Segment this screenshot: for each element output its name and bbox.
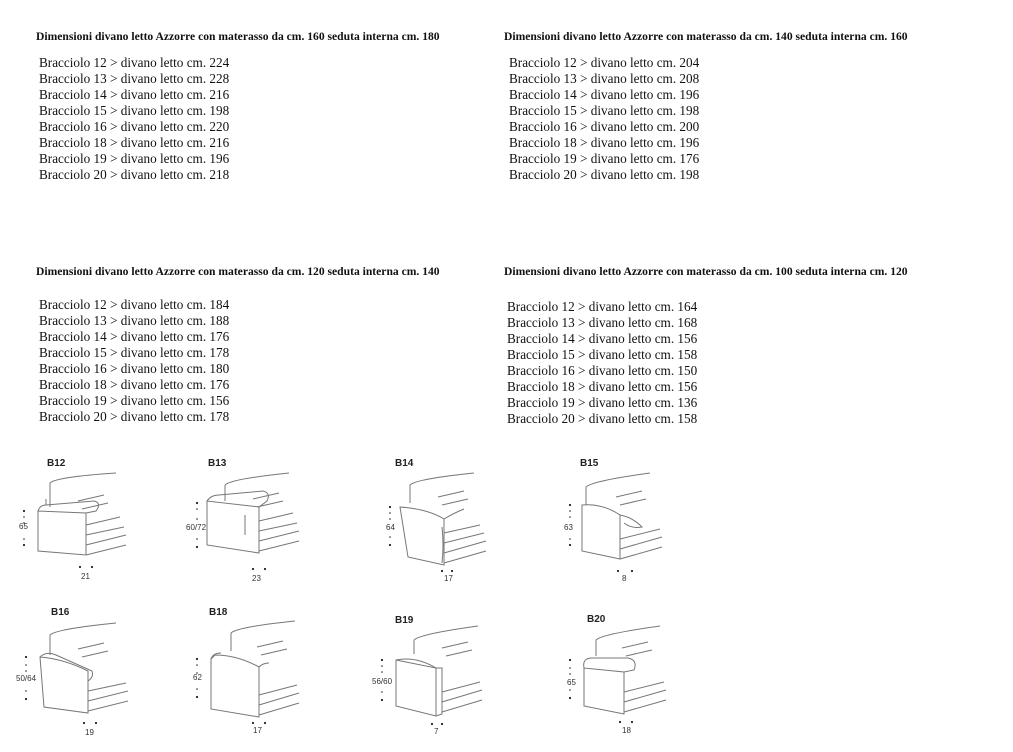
armrest-width: 17	[253, 726, 262, 735]
dimension-list-100: Bracciolo 12 > divano letto cm. 164 Brac…	[507, 299, 697, 427]
list-item: Bracciolo 19 > divano letto cm. 156	[39, 393, 230, 408]
list-item: Bracciolo 16 > divano letto cm. 220	[39, 119, 230, 134]
list-item: Bracciolo 14 > divano letto cm. 196	[509, 87, 700, 102]
armrest-width: 21	[81, 572, 90, 581]
armrest-figure-b13: B13 60/72 23	[185, 455, 315, 590]
armrest-b16-drawing	[24, 622, 129, 725]
list-item: Bracciolo 12 > divano letto cm. 164	[507, 299, 698, 314]
armrest-figure-b16: B16 50/64 19	[16, 605, 146, 740]
armrest-figure-b19: B19 56/60 7	[370, 612, 500, 747]
armrest-b18-drawing	[195, 620, 300, 725]
armrest-code: B18	[209, 607, 228, 618]
list-item: Bracciolo 20 > divano letto cm. 218	[39, 167, 230, 182]
list-item: Bracciolo 19 > divano letto cm. 176	[509, 151, 700, 166]
armrest-height: 64	[386, 523, 395, 532]
list-item: Bracciolo 15 > divano letto cm. 198	[509, 103, 700, 118]
armrest-code: B12	[47, 458, 66, 469]
list-item: Bracciolo 12 > divano letto cm. 224	[39, 55, 230, 70]
armrest-width: 19	[85, 728, 94, 737]
list-item: Bracciolo 15 > divano letto cm. 158	[507, 347, 698, 362]
list-item: Bracciolo 16 > divano letto cm. 150	[507, 363, 698, 378]
armrest-figure-b15: B15 63 8	[562, 455, 692, 590]
list-item: Bracciolo 18 > divano letto cm. 216	[39, 135, 230, 150]
list-item: Bracciolo 15 > divano letto cm. 178	[39, 345, 230, 360]
armrest-b14-drawing	[388, 472, 487, 573]
list-item: Bracciolo 14 > divano letto cm. 176	[39, 329, 230, 344]
armrest-code: B15	[580, 458, 599, 469]
armrest-b20-drawing	[568, 625, 667, 724]
list-item: Bracciolo 20 > divano letto cm. 178	[39, 409, 230, 424]
armrest-height: 65	[19, 522, 28, 531]
armrest-b15-drawing	[568, 472, 663, 573]
armrest-code: B20	[587, 614, 606, 625]
list-item: Bracciolo 13 > divano letto cm. 188	[39, 313, 230, 328]
list-item: Bracciolo 16 > divano letto cm. 180	[39, 361, 230, 376]
section-title-100: Dimensioni divano letto Azzorre con mate…	[504, 265, 908, 278]
armrest-b12-drawing	[22, 472, 127, 569]
armrest-figure-b14: B14 64 17	[378, 455, 508, 590]
dimension-list-120: Bracciolo 12 > divano letto cm. 184 Brac…	[39, 297, 229, 425]
list-item: Bracciolo 18 > divano letto cm. 176	[39, 377, 230, 392]
list-item: Bracciolo 12 > divano letto cm. 184	[39, 297, 230, 312]
armrest-b19-drawing	[380, 625, 483, 726]
armrest-code: B13	[208, 458, 227, 469]
list-item: Bracciolo 13 > divano letto cm. 168	[507, 315, 698, 330]
list-item: Bracciolo 20 > divano letto cm. 158	[507, 411, 698, 426]
section-title-160: Dimensioni divano letto Azzorre con mate…	[36, 30, 440, 43]
list-item: Bracciolo 12 > divano letto cm. 204	[509, 55, 700, 70]
list-item: Bracciolo 14 > divano letto cm. 216	[39, 87, 230, 102]
armrest-width: 8	[622, 574, 627, 583]
armrest-width: 23	[252, 574, 261, 583]
armrest-width: 7	[434, 727, 439, 736]
list-item: Bracciolo 13 > divano letto cm. 228	[39, 71, 230, 86]
armrest-height: 60/72	[186, 523, 207, 532]
armrest-code: B19	[395, 615, 414, 626]
section-title-140: Dimensioni divano letto Azzorre con mate…	[504, 30, 908, 43]
armrest-height: 50/64	[16, 674, 37, 683]
list-item: Bracciolo 19 > divano letto cm. 136	[507, 395, 698, 410]
dimension-list-160: Bracciolo 12 > divano letto cm. 224 Brac…	[39, 55, 229, 183]
dimension-list-140: Bracciolo 12 > divano letto cm. 204 Brac…	[509, 55, 699, 183]
armrest-figure-b18: B18 62 17	[185, 605, 315, 740]
armrest-height: 56/60	[372, 677, 393, 686]
list-item: Bracciolo 15 > divano letto cm. 198	[39, 103, 230, 118]
armrest-height: 65	[567, 678, 576, 687]
armrest-figure-b20: B20 65 18	[562, 612, 692, 747]
list-item: Bracciolo 13 > divano letto cm. 208	[509, 71, 700, 86]
list-item: Bracciolo 18 > divano letto cm. 156	[507, 379, 698, 394]
armrest-b13-drawing	[195, 472, 300, 571]
list-item: Bracciolo 16 > divano letto cm. 200	[509, 119, 700, 134]
armrest-height: 63	[564, 523, 573, 532]
armrest-code: B16	[51, 607, 70, 618]
armrest-figure-b12: B12 65 21	[16, 455, 146, 590]
list-item: Bracciolo 20 > divano letto cm. 198	[509, 167, 700, 182]
armrest-width: 17	[444, 574, 453, 583]
list-item: Bracciolo 18 > divano letto cm. 196	[509, 135, 700, 150]
armrest-width: 18	[622, 726, 631, 735]
armrest-height: 62	[193, 673, 202, 682]
list-item: Bracciolo 14 > divano letto cm. 156	[507, 331, 698, 346]
list-item: Bracciolo 19 > divano letto cm. 196	[39, 151, 230, 166]
armrest-code: B14	[395, 458, 414, 469]
section-title-120: Dimensioni divano letto Azzorre con mate…	[36, 265, 440, 278]
